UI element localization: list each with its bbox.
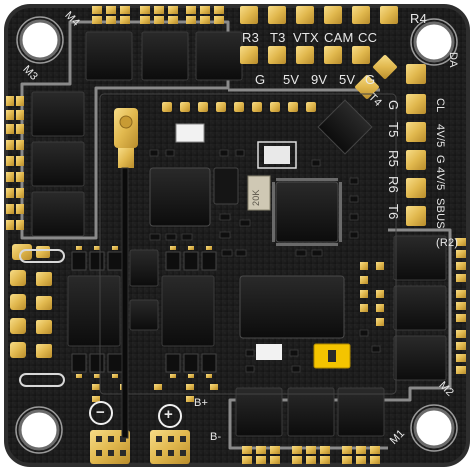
m1-pads bbox=[242, 446, 380, 464]
label-g2: G bbox=[365, 72, 376, 87]
label-5v1: 5V bbox=[283, 72, 300, 87]
label-da: DA bbox=[447, 52, 459, 68]
mosfets-top bbox=[85, 31, 243, 81]
label-r5: R5 bbox=[386, 150, 401, 168]
antenna-cable bbox=[121, 167, 129, 439]
white-component-top bbox=[175, 123, 205, 143]
osd-chip bbox=[239, 275, 345, 339]
mounting-holes bbox=[18, 19, 455, 451]
label-9v: 9V bbox=[311, 72, 328, 87]
label-g1: G bbox=[255, 72, 266, 87]
label-vtx: VTX bbox=[293, 30, 319, 45]
connector-box bbox=[257, 141, 297, 169]
label-t5: T5 bbox=[386, 122, 401, 138]
m4-pads bbox=[92, 6, 224, 24]
label-cam: CAM bbox=[324, 30, 354, 45]
mosfets-left bbox=[31, 91, 85, 237]
esc-chips bbox=[67, 249, 215, 347]
label-cl: CL bbox=[434, 98, 446, 113]
mosfets-right bbox=[393, 235, 447, 381]
chip-marking-20k: 20K bbox=[251, 189, 261, 206]
label-r2: (R2) bbox=[436, 237, 459, 249]
label-r4: R4 bbox=[410, 11, 428, 26]
label-t3: T3 bbox=[270, 30, 286, 45]
plus-symbol: + bbox=[164, 406, 173, 423]
rotated-chip bbox=[317, 99, 373, 155]
label-g-4v5: G 4V/5 bbox=[434, 155, 446, 191]
m3-pads bbox=[6, 96, 24, 230]
label-r3: R3 bbox=[242, 30, 260, 45]
mosfets-bottom bbox=[235, 387, 385, 437]
fc-board-area bbox=[99, 93, 397, 395]
capacitor-outlines bbox=[19, 249, 65, 387]
minus-circle bbox=[89, 401, 113, 425]
label-5v2: 5V bbox=[339, 72, 356, 87]
top-signal-pads bbox=[240, 6, 398, 64]
minus-symbol: − bbox=[96, 404, 105, 421]
label-sbus: SBUS bbox=[434, 198, 446, 229]
plus-circle bbox=[158, 404, 182, 428]
m2-pads bbox=[456, 238, 466, 374]
label-t6: T6 bbox=[386, 204, 401, 220]
label-b-minus: B- bbox=[210, 431, 222, 443]
ufl-connector bbox=[114, 108, 138, 168]
right-pads bbox=[406, 64, 426, 226]
label-4v5: 4V/5 bbox=[434, 124, 446, 148]
gyro-chip bbox=[149, 167, 211, 227]
mcu-chip bbox=[275, 181, 339, 243]
label-b-plus: B+ bbox=[194, 397, 209, 409]
inductor-20k bbox=[247, 175, 271, 211]
diagonal-pads bbox=[355, 55, 397, 99]
label-g-right: G bbox=[386, 100, 401, 111]
label-r6: R6 bbox=[386, 176, 401, 194]
label-cc: CC bbox=[358, 30, 378, 45]
